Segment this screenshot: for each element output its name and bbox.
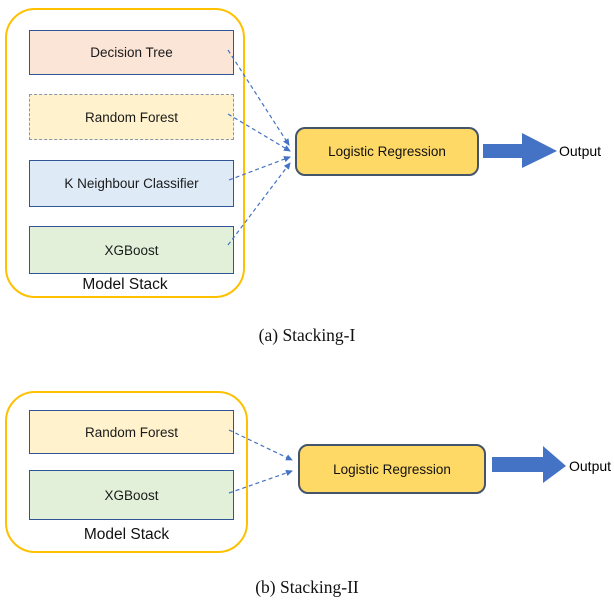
output-block-arrow-a <box>483 133 557 168</box>
model-stack-label: Model Stack <box>83 526 170 543</box>
model-box-decision-tree: Decision Tree <box>29 30 234 75</box>
model-stack-container-a: Decision Tree Random Forest K Neighbour … <box>5 8 245 298</box>
model-box-label: XGBoost <box>104 487 159 503</box>
model-box-label: Decision Tree <box>90 45 173 60</box>
output-label-b: Output <box>569 458 612 474</box>
model-box-label: Random Forest <box>84 424 179 440</box>
model-stack-label: Model Stack <box>82 276 168 293</box>
model-box-random-forest: Random Forest <box>29 94 234 140</box>
model-box-label: K Neighbour Classifier <box>64 176 199 191</box>
logistic-regression-label: Logistic Regression <box>333 461 451 477</box>
logistic-regression-label: Logistic Regression <box>328 144 446 159</box>
logistic-regression-box-a: Logistic Regression <box>295 127 479 176</box>
logistic-regression-box-b: Logistic Regression <box>298 444 486 494</box>
model-box-xgboost: XGBoost <box>29 226 234 274</box>
caption-stacking-i: (a) Stacking-I <box>258 325 356 345</box>
model-box-random-forest: Random Forest <box>29 410 234 454</box>
model-box-label: Random Forest <box>84 109 179 125</box>
model-stack-container-b: Random Forest XGBoost Model Stack <box>5 391 248 553</box>
output-block-arrow-b <box>492 446 566 483</box>
model-box-xgboost: XGBoost <box>29 470 234 520</box>
caption-stacking-ii: (b) Stacking-II <box>255 577 359 597</box>
model-box-label: XGBoost <box>104 242 159 258</box>
model-box-k-neighbour-classifier: K Neighbour Classifier <box>29 160 234 207</box>
output-label-a: Output <box>559 143 602 159</box>
